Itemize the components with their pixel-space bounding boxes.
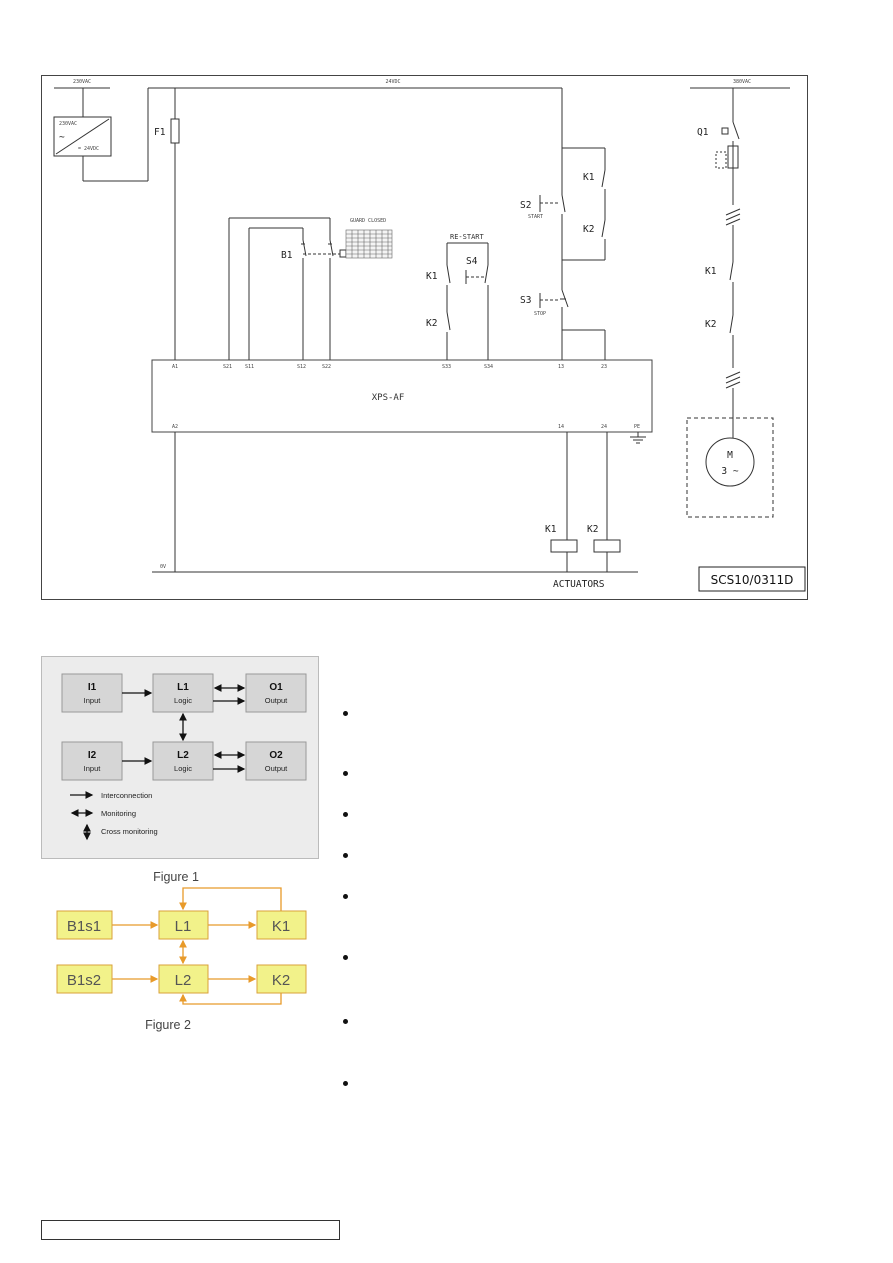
fig2-box: B1s1: [67, 918, 101, 935]
footer-box: [41, 1220, 340, 1240]
supply-230vac: 230VAC: [73, 79, 91, 85]
list-bullet: [343, 955, 348, 960]
list-bullet: [343, 771, 348, 776]
fig1-block-title: I1: [88, 682, 97, 693]
terminal: S34: [484, 364, 493, 370]
fig2-box: B1s2: [67, 972, 101, 989]
fig1-block-title: O2: [269, 750, 283, 761]
fig1-block-sub: Output: [265, 696, 288, 705]
list-bullet: [343, 812, 348, 817]
breaker-label: Q1: [697, 127, 709, 138]
converter-tilde: ~: [59, 132, 65, 143]
drawing-code: SCS10/0311D: [711, 573, 794, 587]
terminal: S11: [245, 364, 254, 370]
terminal: A2: [172, 424, 178, 430]
terminal: S33: [442, 364, 451, 370]
converter-out-label: = 24VDC: [78, 146, 99, 152]
converter-in-label: 230VAC: [59, 121, 77, 127]
list-bullet: [343, 1019, 348, 1024]
fig1-block-title: I2: [88, 750, 97, 761]
fuse-label: F1: [154, 127, 166, 138]
supply-24vdc: 24VDC: [385, 79, 400, 85]
terminal: A1: [172, 364, 178, 370]
fig1-block-sub: Logic: [174, 764, 192, 773]
start-k1-label: K1: [583, 172, 595, 183]
list-bullet: [343, 894, 348, 899]
fig2-box: K2: [272, 972, 290, 989]
terminal: 14: [558, 424, 564, 430]
guard-switch-label: B1: [281, 250, 293, 261]
wiring-schematic: 230VAC 24VDC 380VAC 0V 230VAC ~ = 24VDC …: [41, 75, 808, 600]
fig1-block-title: L1: [177, 682, 189, 693]
module-name: XPS-AF: [372, 393, 405, 403]
terminal: S22: [322, 364, 331, 370]
figure1-caption: Figure 1: [153, 870, 199, 884]
restart-button-label: S4: [466, 256, 478, 267]
fig1-block-title: L2: [177, 750, 189, 761]
start-k2-label: K2: [583, 224, 594, 235]
terminal: 23: [601, 364, 607, 370]
terminal: S21: [223, 364, 232, 370]
power-k2-label: K2: [705, 319, 716, 330]
coil-k1-label: K1: [545, 524, 557, 535]
legend-cross-monitoring: Cross monitoring: [101, 827, 158, 836]
guard-note: GUARD CLOSED: [350, 218, 386, 224]
start-caption: START: [528, 214, 543, 220]
actuators-label: ACTUATORS: [553, 579, 605, 590]
fig2-box: L1: [175, 918, 192, 935]
fig1-block-sub: Output: [265, 764, 288, 773]
supply-0v: 0V: [160, 564, 166, 570]
terminal: 24: [601, 424, 607, 430]
list-bullet: [343, 711, 348, 716]
stop-button-label: S3: [520, 295, 531, 306]
fig1-block-sub: Input: [84, 764, 102, 773]
terminal: 13: [558, 364, 564, 370]
restart-k2-label: K2: [426, 318, 437, 329]
stop-caption: STOP: [534, 311, 546, 317]
legend-monitoring: Monitoring: [101, 809, 136, 818]
fig2-box: L2: [175, 972, 192, 989]
power-k1-label: K1: [705, 266, 717, 277]
terminal: S12: [297, 364, 306, 370]
fig1-block-title: O1: [269, 682, 283, 693]
motor-phase: 3 ~: [721, 466, 738, 477]
list-bullet: [343, 853, 348, 858]
supply-380vac: 380VAC: [733, 79, 751, 85]
list-bullet: [343, 1081, 348, 1086]
coil-k2-label: K2: [587, 524, 598, 535]
figure2-caption: Figure 2: [145, 1018, 191, 1032]
start-button-label: S2: [520, 200, 531, 211]
legend-interconnection: Interconnection: [101, 791, 152, 800]
terminal: PE: [634, 424, 640, 430]
fig1-block-sub: Logic: [174, 696, 192, 705]
fig2-box: K1: [272, 918, 290, 935]
redundancy-figures: I1 Input L1 Logic O1 Output I2 Input L2 …: [41, 656, 319, 1032]
restart-title: RE-START: [450, 233, 485, 241]
fig1-block-sub: Input: [84, 696, 102, 705]
motor-symbol: M: [727, 450, 733, 461]
restart-k1-label: K1: [426, 271, 438, 282]
